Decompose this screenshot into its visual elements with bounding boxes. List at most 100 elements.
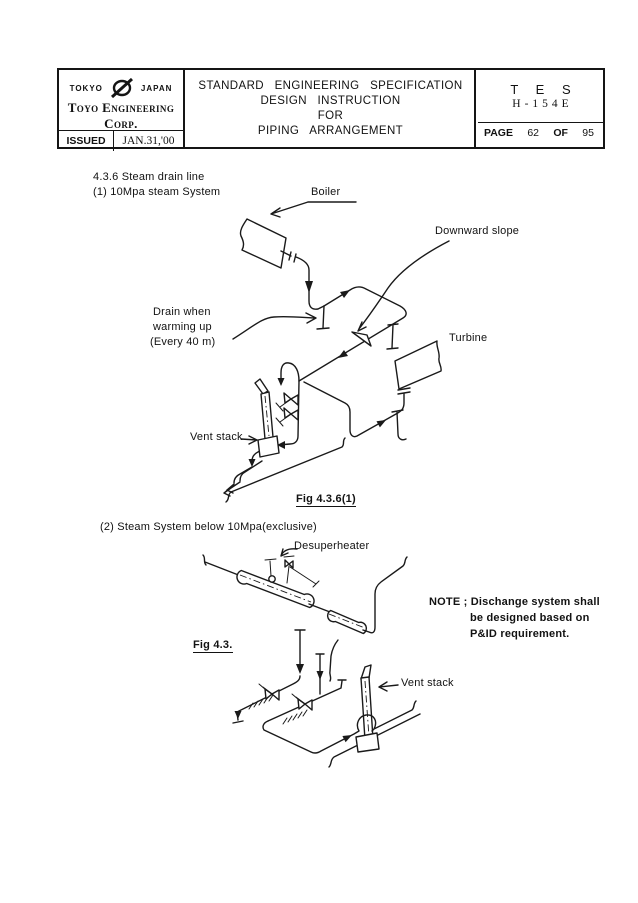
drain-leg-2 bbox=[386, 323, 399, 350]
fig1-piping-diagram bbox=[223, 201, 450, 503]
label-boiler: Boiler bbox=[311, 186, 341, 198]
doc-code-tes: T E S bbox=[510, 82, 578, 97]
boiler-plate bbox=[239, 218, 287, 269]
doc-code-cell: T E S H-154E PAGE 62 OF 95 bbox=[478, 70, 603, 147]
valve-icon bbox=[258, 683, 280, 701]
desuperheater-centerline bbox=[239, 574, 312, 603]
desuperheater-leader-arrow bbox=[280, 548, 298, 557]
page-number-row: PAGE 62 OF 95 bbox=[478, 123, 603, 143]
flow-arrow-left bbox=[277, 441, 285, 449]
nozzle-stem bbox=[264, 558, 277, 577]
spec-title-line2: DESIGN INSTRUCTION bbox=[260, 95, 401, 107]
spec-title-line3: FOR bbox=[317, 110, 344, 122]
flow-arrow-down4 bbox=[234, 711, 242, 719]
label-drain-line3: (Every 40 m) bbox=[150, 336, 216, 348]
drain-leg-1 bbox=[316, 305, 330, 330]
bottom-collector-pipe bbox=[262, 700, 417, 754]
flow-arrow-down2 bbox=[248, 459, 256, 467]
valve-icon bbox=[275, 407, 299, 427]
ground-line bbox=[225, 437, 346, 503]
company-japan-text: JAPAN bbox=[140, 83, 173, 93]
vent-stack1-leader-arrow bbox=[240, 435, 258, 445]
valve-icon bbox=[291, 693, 313, 711]
turbine-plate bbox=[394, 340, 442, 390]
company-name: Toyo Engineering Corp. bbox=[67, 100, 175, 131]
flow-arrow-upright3 bbox=[342, 735, 352, 743]
issued-label: ISSUED bbox=[59, 131, 114, 151]
flow-arrow-downleft bbox=[338, 350, 348, 358]
section-heading: 4.3.6 Steam drain line bbox=[93, 171, 205, 183]
section-item-2: (2) Steam System below 10Mpa(exclusive) bbox=[100, 521, 317, 533]
downward-slope-leader-arrow bbox=[357, 240, 450, 332]
label-drain-line2: warming up bbox=[153, 321, 212, 333]
slope-symbol bbox=[351, 331, 372, 347]
boiler-leader-arrow bbox=[270, 201, 357, 218]
section-item-1: (1) 10Mpa steam System bbox=[93, 186, 221, 198]
fig1-caption: Fig 4.3.6(1) bbox=[296, 493, 356, 507]
label-desuperheater: Desuperheater bbox=[294, 540, 370, 552]
turbine-branch-pipe bbox=[303, 381, 405, 438]
issued-date: JAN.31,'00 bbox=[122, 135, 175, 147]
boiler-outlet-pipe bbox=[280, 250, 325, 310]
page-label: PAGE bbox=[484, 127, 513, 139]
vent-stack2-leader-arrow bbox=[378, 681, 399, 692]
note-line3: P&ID requirement. bbox=[470, 628, 570, 640]
instrument-line bbox=[289, 566, 320, 588]
hatch-element-2 bbox=[282, 709, 308, 725]
valve-branch-pipe bbox=[277, 380, 300, 446]
outlet-pipe-2 bbox=[223, 460, 263, 497]
silencer-drop-line bbox=[329, 639, 339, 682]
page-total: 95 bbox=[582, 127, 594, 139]
toyo-logo-icon bbox=[110, 78, 133, 98]
vent-stack2-base bbox=[355, 732, 380, 753]
valve-icon bbox=[275, 392, 299, 412]
desuperheater-body bbox=[236, 569, 315, 609]
label-downward-slope: Downward slope bbox=[435, 225, 520, 237]
spec-title-line4: PIPING ARRANGEMENT bbox=[257, 125, 404, 137]
flow-arrow-upright bbox=[340, 290, 350, 298]
silencer-centerline bbox=[328, 613, 366, 629]
label-turbine: Turbine bbox=[449, 332, 488, 344]
doc-code-number: H-154E bbox=[512, 98, 573, 110]
discharge-drop bbox=[294, 629, 306, 667]
vent-stack1-cap bbox=[254, 378, 269, 395]
of-label: OF bbox=[553, 127, 568, 139]
flow-arrow-upright2 bbox=[376, 420, 386, 428]
label-vent-stack-1: Vent stack bbox=[190, 431, 243, 443]
vent-stack1-base bbox=[257, 435, 280, 458]
turbine-flange bbox=[397, 387, 411, 395]
spec-title-line1: STANDARD ENGINEERING SPECIFICATION bbox=[198, 80, 463, 92]
fig2-riser-pipe bbox=[362, 556, 408, 634]
drain-leader-arrow bbox=[232, 312, 317, 340]
note-line1: NOTE ; Dischange system shall bbox=[429, 596, 600, 608]
label-drain-line1: Drain when bbox=[153, 306, 211, 318]
fig2-inlet-pipe bbox=[202, 554, 242, 577]
flow-arrow-small-down bbox=[277, 378, 285, 386]
pipe-hump bbox=[280, 362, 300, 385]
title-block-table: TOKYO JAPAN Toyo Engineering Corp. ISSUE… bbox=[57, 68, 605, 151]
company-cell: TOKYO JAPAN Toyo Engineering Corp. ISSUE… bbox=[59, 70, 185, 151]
inline-silencer bbox=[326, 609, 368, 635]
flow-arrow-down5 bbox=[316, 671, 324, 680]
fig2-piping-diagram bbox=[202, 548, 421, 768]
company-tokyo-text: TOKYO bbox=[69, 83, 103, 93]
fig2-main-pipe-a bbox=[308, 603, 331, 613]
spray-nozzle bbox=[268, 575, 276, 583]
vent-stack2-centerline bbox=[364, 680, 370, 738]
hatch-element-1 bbox=[248, 694, 274, 710]
bottom-run2 bbox=[267, 679, 347, 722]
flow-arrow-down bbox=[305, 281, 313, 293]
page-current: 62 bbox=[527, 127, 540, 139]
bottom-run1 bbox=[236, 675, 301, 713]
label-vent-stack-2: Vent stack bbox=[401, 677, 454, 689]
main-header-pipe bbox=[298, 286, 407, 382]
flow-arrow-down3 bbox=[296, 664, 304, 674]
note-line2: be designed based on bbox=[470, 612, 590, 624]
vent-stack1-centerline bbox=[264, 395, 270, 437]
vent-stack2-body bbox=[360, 676, 374, 741]
fig2-caption: Fig 4.3. bbox=[193, 639, 233, 653]
spec-title-cell: STANDARD ENGINEERING SPECIFICATION DESIG… bbox=[187, 70, 476, 147]
drain-leg-3 bbox=[391, 409, 407, 441]
